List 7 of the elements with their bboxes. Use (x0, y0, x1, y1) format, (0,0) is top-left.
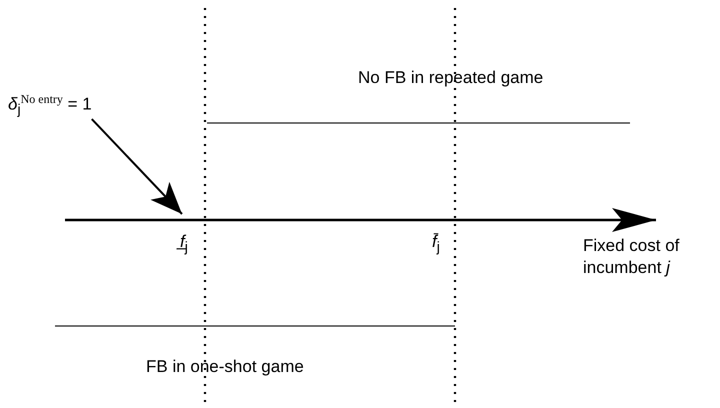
threshold-label: f̄$_{j}$ (432, 232, 440, 256)
axis (65, 208, 656, 232)
arrow (91, 118, 183, 215)
formula-label: δ$_{j}$$^{No entry}$ = 1 (8, 92, 92, 120)
region-label: No FB in repeated game (358, 68, 544, 88)
axis-label: Fixed cost of incumbent j (583, 235, 680, 280)
region-label: FB in one-shot game (146, 357, 304, 378)
